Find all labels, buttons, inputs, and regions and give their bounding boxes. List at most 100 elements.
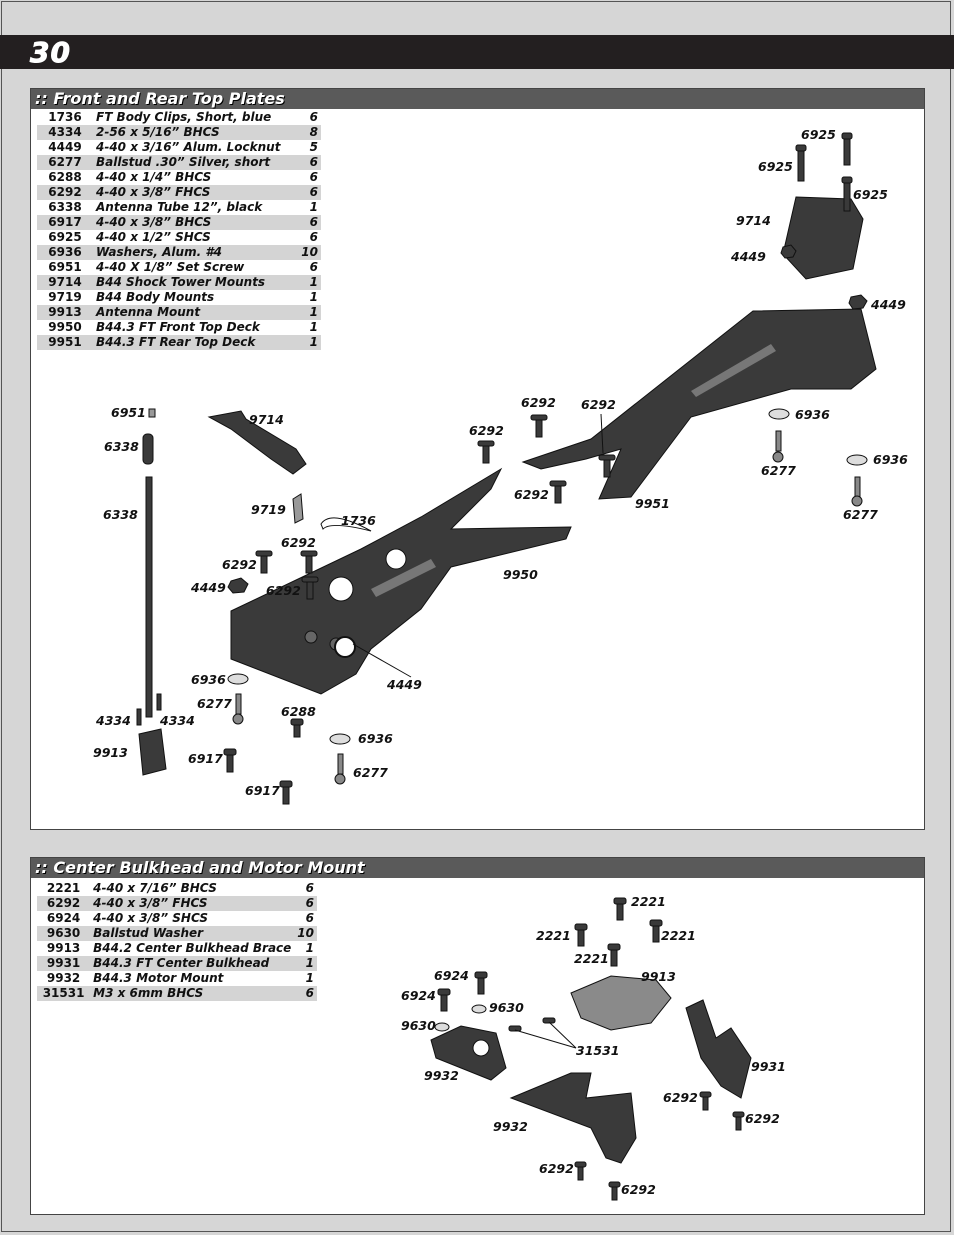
callout-label: 2221 (536, 928, 571, 943)
callout-label: 9913 (641, 969, 676, 984)
callout-label: 9630 (401, 1018, 436, 1033)
callout-label: 6917 (188, 751, 223, 766)
callout-label: 6936 (191, 672, 226, 687)
callout-label: 4449 (730, 249, 766, 264)
part-desc: 4-40 x 3/8” SHCS (93, 911, 208, 925)
part-qty: 6 (294, 986, 317, 1001)
callout-label: 6292 (745, 1111, 780, 1126)
callout-label: 9913 (93, 745, 128, 760)
part-desc: B44 Body Mounts (96, 290, 215, 304)
section-header: :: Front and Rear Top Plates (31, 89, 924, 109)
callout-label: 9932 (424, 1068, 459, 1083)
callout-label: 2221 (631, 894, 666, 909)
part-no: 1736 (48, 110, 82, 124)
part-desc: 2-56 x 5/16” BHCS (93, 125, 297, 140)
part-no: 9913 (46, 941, 81, 955)
part-qty: 1 (294, 956, 317, 971)
part-desc: M3 x 6mm BHCS (90, 986, 295, 1001)
rear-top-deck (521, 308, 877, 500)
part-desc: 4-40 x 3/8” FHCS (90, 896, 295, 911)
callout-label: 6292 (521, 395, 556, 410)
part-qty: 6 (296, 215, 321, 230)
center-bulkhead-brace (570, 975, 672, 1031)
part-no: 9714 (37, 275, 93, 290)
antenna-tube (145, 476, 153, 718)
part-qty: 1 (309, 200, 318, 214)
part-desc: 4-40 x 3/8” BHCS (93, 215, 297, 230)
part-no: 9950 (48, 320, 82, 334)
part-no: 6338 (48, 200, 82, 214)
locknut (227, 577, 249, 594)
part-no: 9931 (37, 956, 91, 971)
section-title: :: Center Bulkhead and Motor Mount (35, 858, 365, 877)
part-no: 31531 (37, 986, 91, 1001)
screw (136, 132, 853, 805)
part-no: 4449 (48, 140, 82, 154)
part-qty: 1 (309, 320, 318, 334)
part-desc: 4-40 x 3/16” Alum. Locknut (96, 140, 281, 154)
part-no: 6951 (48, 260, 82, 274)
ballstud (232, 430, 863, 785)
callout-label: 4334 (95, 713, 131, 728)
part-qty: 10 (296, 245, 321, 260)
part-desc: Washers, Alum. #4 (93, 245, 297, 260)
part-no: 6936 (37, 245, 93, 260)
part-qty: 1 (296, 305, 321, 320)
part-qty: 6 (309, 230, 318, 244)
callout-label: 9932 (493, 1119, 528, 1134)
part-desc: Ballstud .30” Silver, short (93, 155, 297, 170)
locknut (848, 294, 868, 310)
part-no: 6288 (48, 170, 82, 184)
callout-label: 9714 (249, 412, 284, 427)
callout-label: 2221 (661, 928, 696, 943)
body-clip (320, 517, 372, 532)
washer (434, 1004, 487, 1032)
callout-label: 31531 (576, 1043, 620, 1058)
section-title: :: Front and Rear Top Plates (35, 89, 285, 108)
part-no: 4334 (37, 125, 93, 140)
callout-label: 9950 (503, 567, 538, 582)
part-qty: 1 (296, 335, 321, 350)
part-qty: 1 (296, 275, 321, 290)
section-header: :: Center Bulkhead and Motor Mount (31, 858, 924, 878)
motor-mount-upper (430, 1025, 507, 1081)
shock-tower-mount-lower (207, 410, 307, 475)
part-no: 9932 (46, 971, 81, 985)
part-qty: 6 (309, 110, 318, 124)
part-qty: 6 (296, 155, 321, 170)
part-qty: 8 (296, 125, 321, 140)
callout-label: 6277 (761, 463, 796, 478)
part-qty: 6 (296, 185, 321, 200)
locknut (780, 244, 797, 259)
washer (227, 408, 868, 745)
callout-label: 6951 (111, 405, 146, 420)
center-bulkhead (685, 999, 752, 1099)
part-desc: Antenna Mount (93, 305, 297, 320)
callout-label: 6925 (853, 187, 888, 202)
part-no: 6292 (37, 185, 93, 200)
part-qty: 10 (294, 926, 317, 941)
part-desc: 4-40 x 1/2” SHCS (96, 230, 211, 244)
callout-label: 4334 (159, 713, 195, 728)
callout-label: 6292 (663, 1090, 698, 1105)
